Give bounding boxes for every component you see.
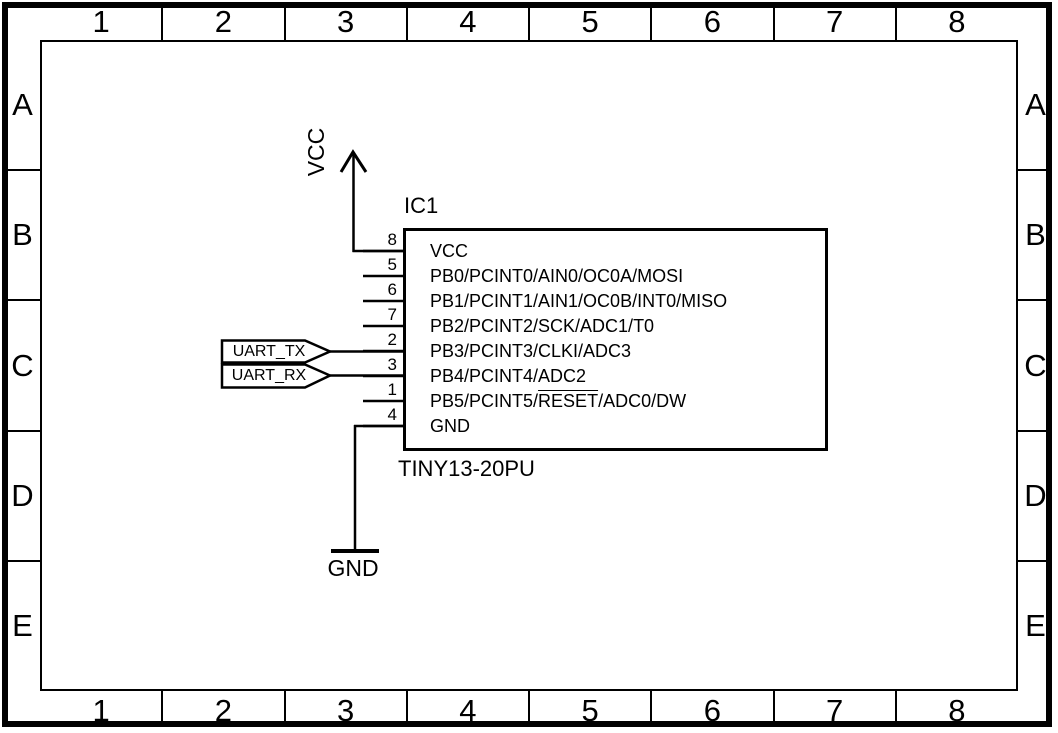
ic-designator: IC1 (404, 193, 439, 218)
frame-tick (283, 691, 286, 726)
pin-label: PB2/PCINT2/SCK/ADC1/T0 (430, 316, 655, 336)
frame-tick (528, 7, 530, 40)
pin-label: PB3/PCINT3/CLKI/ADC3 (430, 341, 632, 361)
frame-column-label-top: 3 (337, 4, 355, 39)
frame-tick (7, 169, 40, 172)
frame-column-label-top: 8 (948, 4, 966, 39)
drawing-frame-inner-rect (40, 40, 1018, 691)
uart-tx-flag-outline (220, 339, 334, 364)
frame-tick (1018, 429, 1051, 432)
ic-pin-stubs (363, 249, 403, 428)
frame-tick (283, 7, 286, 40)
frame-column-label-top: 2 (214, 4, 232, 39)
frame-tick (7, 429, 40, 432)
frame-tick (7, 299, 40, 302)
frame-tick (1018, 559, 1051, 562)
pin-label: PB0/PCINT0/AIN0/OC0A/MOSI (430, 266, 684, 286)
frame-column-label-bottom: 7 (826, 693, 844, 728)
uart-rx-flag-outline (220, 363, 333, 389)
pin-label: PB5/PCINT5/RESET/ADC0/DW (430, 391, 687, 411)
frame-tick (161, 7, 164, 40)
frame-column-label-top: 5 (581, 4, 599, 39)
frame-column-label-top: 7 (826, 4, 844, 39)
pin-label: VCC (430, 241, 469, 261)
pin-number: 2 (387, 330, 397, 349)
frame-row-label-left: A (12, 87, 33, 123)
frame-tick (405, 691, 408, 726)
frame-tick (772, 691, 775, 726)
uart-rx-label: UART_RX (231, 367, 307, 384)
frame-column-label-top: 4 (459, 4, 477, 39)
pin-number: 4 (387, 405, 397, 424)
frame-row-label-right: A (1025, 87, 1046, 123)
frame-column-label-bottom: 8 (948, 693, 966, 728)
frame-row-label-left: C (11, 347, 34, 383)
pin-label: PB1/PCINT1/AIN1/OC0B/INT0/MISO (430, 291, 728, 311)
pin-label: GND (430, 416, 470, 436)
pin-number: 7 (387, 305, 397, 324)
pin-number: 8 (387, 230, 397, 249)
frame-row-label-left: E (12, 607, 33, 643)
frame-tick (405, 7, 408, 40)
frame-column-label-bottom: 3 (337, 693, 355, 728)
frame-column-label-top: 6 (703, 4, 721, 39)
gnd-net-label: GND (327, 555, 379, 581)
pin-number: 3 (387, 355, 397, 374)
frame-tick (650, 691, 653, 726)
frame-column-label-bottom: 4 (459, 693, 477, 728)
vcc-arrow-icon (339, 149, 368, 173)
frame-tick (772, 7, 775, 40)
frame-column-label-bottom: 5 (581, 693, 599, 728)
frame-column-label-bottom: 1 (92, 693, 110, 728)
frame-tick (1018, 169, 1051, 172)
vcc-net-label: VCC (303, 127, 329, 177)
gnd-symbol (331, 424, 403, 553)
frame-row-label-left: D (11, 477, 34, 513)
ic-body (403, 228, 828, 451)
uart-tx-label: UART_TX (232, 343, 306, 360)
frame-tick (1018, 299, 1051, 302)
pin-number: 5 (387, 255, 397, 274)
frame-tick (7, 559, 40, 562)
frame-row-label-left: B (12, 217, 33, 253)
frame-column-label-bottom: 6 (703, 693, 721, 728)
frame-row-label-right: D (1024, 477, 1047, 513)
frame-tick (528, 691, 530, 726)
frame-row-label-right: C (1024, 347, 1047, 383)
frame-tick (650, 7, 653, 40)
pin-number: 1 (387, 380, 397, 399)
pin-label: PB4/PCINT4/ADC2 (430, 366, 587, 386)
frame-tick (894, 7, 897, 40)
frame-column-label-bottom: 2 (214, 693, 232, 728)
ic-part-name: TINY13-20PU (398, 456, 535, 481)
frame-row-label-right: B (1025, 217, 1046, 253)
frame-tick (894, 691, 897, 726)
frame-column-label-top: 1 (92, 4, 110, 39)
frame-row-label-right: E (1025, 607, 1046, 643)
pin-number: 6 (387, 280, 397, 299)
frame-tick (161, 691, 164, 726)
